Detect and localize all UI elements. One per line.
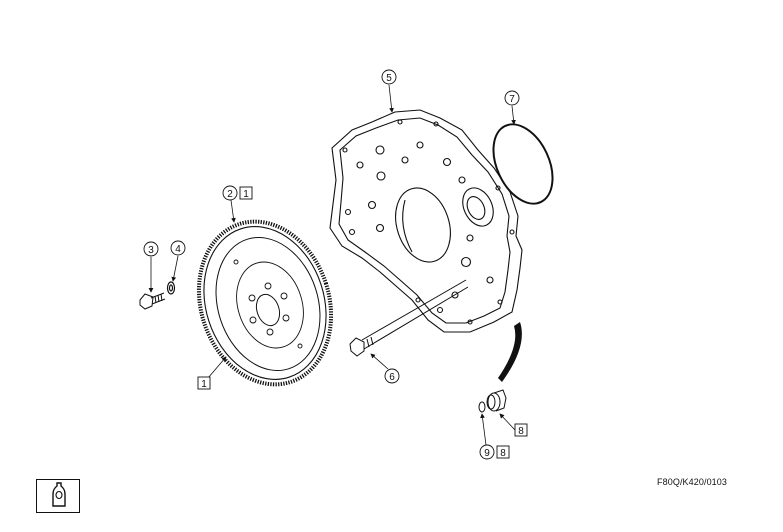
leader-lines <box>148 84 516 446</box>
drain-plug <box>486 389 507 412</box>
flywheel-ring-gear <box>196 219 334 387</box>
callout-4: 4 <box>170 240 186 256</box>
seal-ring <box>478 401 486 413</box>
svg-text:1: 1 <box>243 189 249 200</box>
drawing-reference-code: F80Q/K420/0103 <box>657 477 727 487</box>
svg-text:5: 5 <box>386 73 392 84</box>
svg-text:1: 1 <box>201 379 207 390</box>
o-ring <box>492 123 554 205</box>
engine-oil-drop-icon <box>52 482 66 507</box>
svg-text:7: 7 <box>509 94 515 105</box>
flywheel-housing-plate <box>329 109 523 333</box>
callout-6: 6 <box>384 368 400 384</box>
callout-9: 9 8 <box>479 444 510 460</box>
callout-2: 2 1 <box>222 185 253 201</box>
svg-text:4: 4 <box>175 244 181 255</box>
callout-5: 5 <box>381 69 397 85</box>
flywheel-bolt <box>139 292 166 310</box>
symbol-box <box>36 479 80 513</box>
svg-text:3: 3 <box>148 245 154 256</box>
assembly-arrow <box>498 322 522 382</box>
svg-text:2: 2 <box>227 189 233 200</box>
callout-3: 3 <box>143 241 159 257</box>
svg-text:9: 9 <box>484 448 490 459</box>
svg-text:6: 6 <box>389 372 395 383</box>
svg-text:8: 8 <box>518 426 524 437</box>
svg-text:8: 8 <box>500 448 506 459</box>
box-callout-8: 8 <box>514 423 528 437</box>
box-callout-1: 1 <box>197 376 211 390</box>
housing-bolt <box>349 279 469 357</box>
washer <box>166 281 176 295</box>
callout-7: 7 <box>504 90 520 106</box>
